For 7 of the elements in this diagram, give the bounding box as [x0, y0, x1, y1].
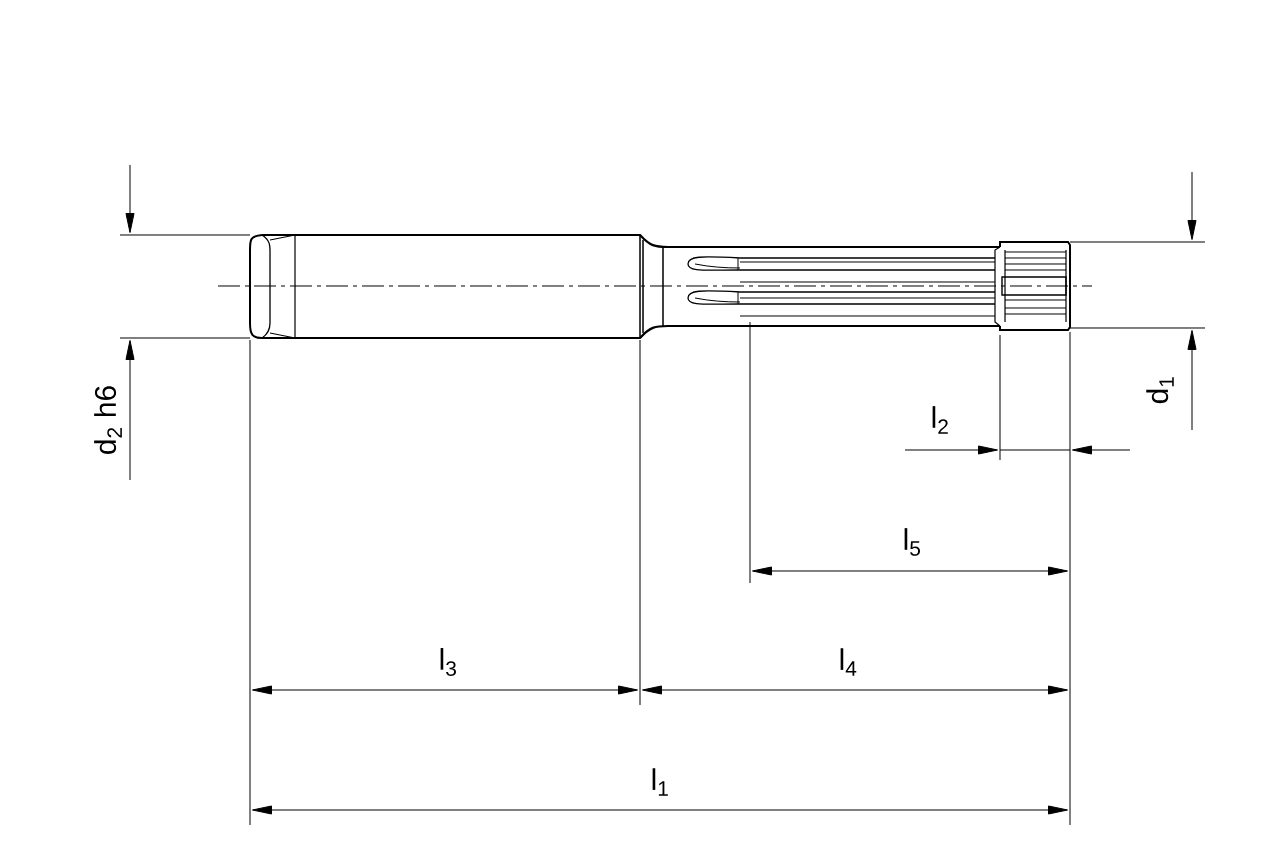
dimension-label: l$_{2}$ [932, 406, 948, 434]
dimension-label: d$_{2}$ h6 [94, 386, 122, 454]
dimension-label: l$_{1}$ [652, 768, 668, 796]
dimension-label: l$_{4}$ [840, 648, 857, 676]
dimension-label: d$_{1}$ [1146, 377, 1174, 404]
dimension-label: l$_{3}$ [440, 648, 456, 676]
dimension-label: l$_{5}$ [904, 528, 920, 556]
